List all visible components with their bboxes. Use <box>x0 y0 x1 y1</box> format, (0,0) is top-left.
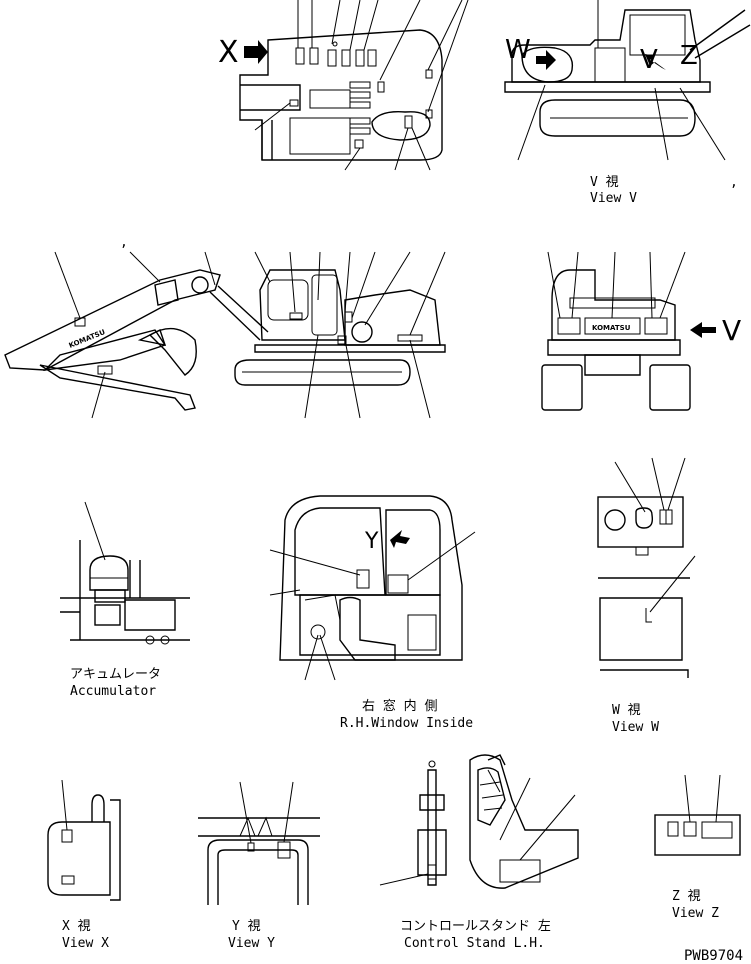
arrow-v-icon <box>690 322 716 338</box>
control-stand-lh-view: コントロールスタンド 左 Control Stand L.H. <box>379 754 579 951</box>
view-v-jp: V 視 <box>590 175 619 190</box>
view-z: Z 視 View Z <box>654 774 741 921</box>
accumulator-view: アキュムレータ Accumulator <box>60 501 190 699</box>
svg-text:,: , <box>730 175 738 190</box>
marker-x: X <box>218 35 239 70</box>
view-w-jp: W 視 <box>612 703 641 718</box>
rear-view: KOMATSU V <box>541 251 741 411</box>
marker-y: Y <box>364 529 379 554</box>
view-z-en: View Z <box>672 906 719 921</box>
marker-w-top: W <box>505 35 531 65</box>
view-x-jp: X 視 <box>62 919 91 934</box>
arrow-x-icon <box>244 40 268 64</box>
marker-v-top: V <box>640 45 658 75</box>
rh-window-inside-view: Y 右 窓 内 側 R.H.Window Inside <box>269 495 476 731</box>
control-stand-jp: コントロールスタンド 左 <box>400 919 551 934</box>
marker-z-top: Z <box>680 41 698 71</box>
drawing-number: PWB9704 <box>684 948 743 964</box>
rh-window-jp: 右 窓 内 側 <box>362 698 437 714</box>
rh-window-en: R.H.Window Inside <box>340 716 473 731</box>
side-view-full: KOMATSU , <box>4 235 446 419</box>
accumulator-en: Accumulator <box>70 684 156 699</box>
arrow-z-icon <box>645 54 666 70</box>
arrow-y-icon <box>390 530 410 548</box>
view-z-jp: Z 視 <box>672 889 701 904</box>
view-y-en: View Y <box>228 936 275 951</box>
accumulator-jp: アキュムレータ <box>70 667 161 682</box>
top-view-machine: X <box>218 0 469 171</box>
svg-text:,: , <box>120 235 128 250</box>
view-w: W 視 View W <box>597 457 696 735</box>
control-stand-en: Control Stand L.H. <box>404 936 545 951</box>
view-x: X 視 View X <box>47 779 121 951</box>
view-x-en: View X <box>62 936 109 951</box>
view-y-jp: Y 視 <box>232 919 261 934</box>
rear-brand-text: KOMATSU <box>592 324 631 332</box>
view-w-en: View W <box>612 720 659 735</box>
view-v-en: View V <box>590 191 637 206</box>
side-view-v: W V Z , V 視 View V <box>504 0 751 206</box>
marker-v-rear: V <box>722 314 741 347</box>
view-y: Y 視 View Y <box>198 781 320 951</box>
arrow-w-icon <box>536 50 556 70</box>
